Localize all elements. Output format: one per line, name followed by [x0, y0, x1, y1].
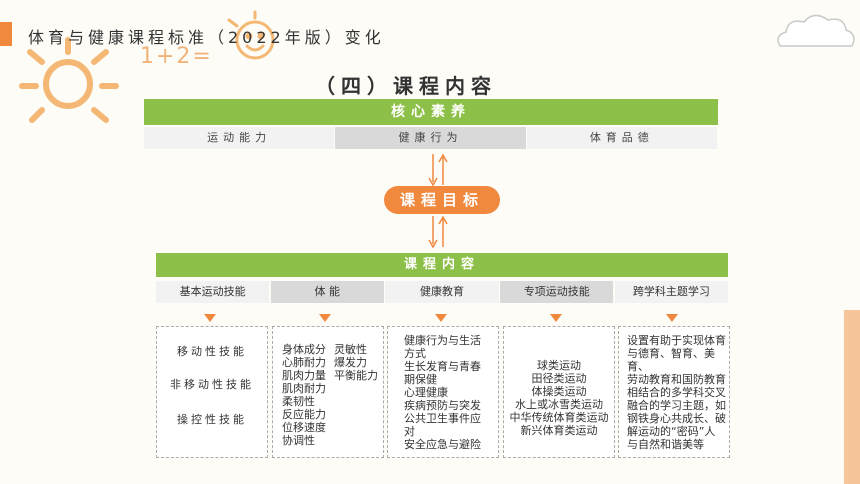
list-item: 安全应急与避险: [404, 438, 481, 451]
math-doodle: 1+2=: [140, 44, 213, 69]
category-health-education: 健康教育: [385, 281, 499, 303]
list-item: 与德育、智育、美育、: [627, 347, 715, 373]
list-item: 位移速度: [282, 421, 326, 434]
smile-doodle-icon: [227, 10, 275, 60]
list-item: 操控性技能: [177, 413, 247, 426]
course-goal-badge: 课程目标: [384, 186, 500, 214]
page-title: 体育与健康课程标准（2022年版）变化: [28, 28, 385, 47]
list-item: 公共卫生事件应: [404, 412, 481, 425]
core-item-motor: 运动能力: [144, 127, 335, 149]
list-item: 对: [404, 425, 415, 438]
course-content-heading: 课程内容: [156, 253, 728, 277]
list-item: 肌肉力量: [282, 369, 326, 382]
list-item: 水上或冰雪类运动: [515, 398, 603, 411]
list-item: 平衡能力: [334, 369, 378, 382]
list-item: 健康行为与生活: [404, 334, 481, 347]
list-item: 生长发育与青春: [404, 360, 481, 373]
basic-skills-box: 移动性技能 非移动性技能 操控性技能: [156, 326, 268, 458]
up-arrow-icon: [438, 216, 448, 247]
list-item: 身体成分: [282, 343, 326, 356]
down-arrow-icon: [428, 216, 438, 248]
health-education-box: 健康行为与生活 方式 生长发育与青春 期保健 心理健康 疾病预防与突发 公共卫生…: [387, 326, 499, 458]
triangle-down-icon: [550, 314, 562, 322]
list-item: 协调性: [282, 434, 315, 447]
list-item: 灵敏性: [334, 343, 367, 356]
list-item: 劳动教育和国防教育: [627, 373, 726, 386]
list-item: 融合的学习主题，如: [627, 399, 726, 412]
category-basic-skills: 基本运动技能: [156, 281, 270, 303]
cross-discipline-box: 设置有助于实现体育 与德育、智育、美育、 劳动教育和国防教育 相结合的多学科交叉…: [618, 326, 730, 458]
list-item: 心理健康: [404, 386, 448, 399]
list-item: 与自然和谐美等: [627, 438, 704, 451]
list-item: 新兴体育类运动: [520, 424, 598, 437]
special-skills-box: 球类运动 田径类运动 体操类运动 水上或冰雪类运动 中华传统体育类运动 新兴体育…: [503, 326, 615, 458]
fitness-box: 身体成分 心肺耐力 肌肉力量 肌肉耐力 柔韧性 反应能力 位移速度 协调性 灵敏…: [272, 326, 384, 458]
fitness-column-1: 身体成分 心肺耐力 肌肉力量 肌肉耐力 柔韧性 反应能力 位移速度 协调性: [282, 343, 326, 447]
core-literacy-heading: 核心素养: [144, 99, 718, 125]
category-fitness: 体 能: [270, 281, 384, 303]
section-title: （四）课程内容: [315, 74, 497, 98]
triangle-down-icon: [319, 314, 331, 322]
list-item: 肌肉耐力: [282, 382, 326, 395]
list-item: 中华传统体育类运动: [509, 411, 609, 424]
up-arrow-icon: [438, 154, 448, 185]
list-item: 非移动性技能: [170, 378, 254, 391]
list-item: 心肺耐力: [282, 356, 326, 369]
triangle-down-icon: [666, 314, 678, 322]
list-item: 田径类运动: [531, 372, 587, 385]
header-accent-bar: [0, 22, 12, 46]
fitness-column-2: 灵敏性 爆发力 平衡能力: [334, 343, 378, 382]
core-item-health: 健康行为: [335, 127, 526, 149]
list-item: 疾病预防与突发: [404, 399, 481, 412]
down-arrow-icon: [428, 154, 438, 186]
list-item: 钢铁身心共成长、破: [627, 412, 726, 425]
list-item: 球类运动: [537, 359, 581, 372]
core-literacy-row: 运动能力 健康行为 体育品德: [144, 127, 718, 149]
cloud-doodle-icon: [777, 14, 855, 47]
triangle-down-icon: [204, 314, 216, 322]
core-item-ethics: 体育品德: [526, 127, 717, 149]
decor-edge: [844, 310, 860, 484]
sun-doodle-icon: [19, 37, 119, 123]
list-item: 解运动的“密码”人: [627, 425, 716, 438]
list-item: 方式: [404, 347, 426, 360]
list-item: 移动性技能: [177, 345, 247, 358]
list-item: 爆发力: [334, 356, 367, 369]
list-item: 体操类运动: [531, 385, 587, 398]
triangle-down-icon: [435, 314, 447, 322]
list-item: 期保健: [404, 373, 437, 386]
category-cross-discipline: 跨学科主题学习: [614, 281, 729, 303]
list-item: 相结合的多学科交叉: [627, 386, 726, 399]
list-item: 设置有助于实现体育: [627, 334, 726, 347]
list-item: 反应能力: [282, 408, 326, 421]
content-category-row: 基本运动技能 体 能 健康教育 专项运动技能 跨学科主题学习: [156, 281, 729, 303]
category-special-skills: 专项运动技能: [500, 281, 614, 303]
list-item: 柔韧性: [282, 395, 315, 408]
